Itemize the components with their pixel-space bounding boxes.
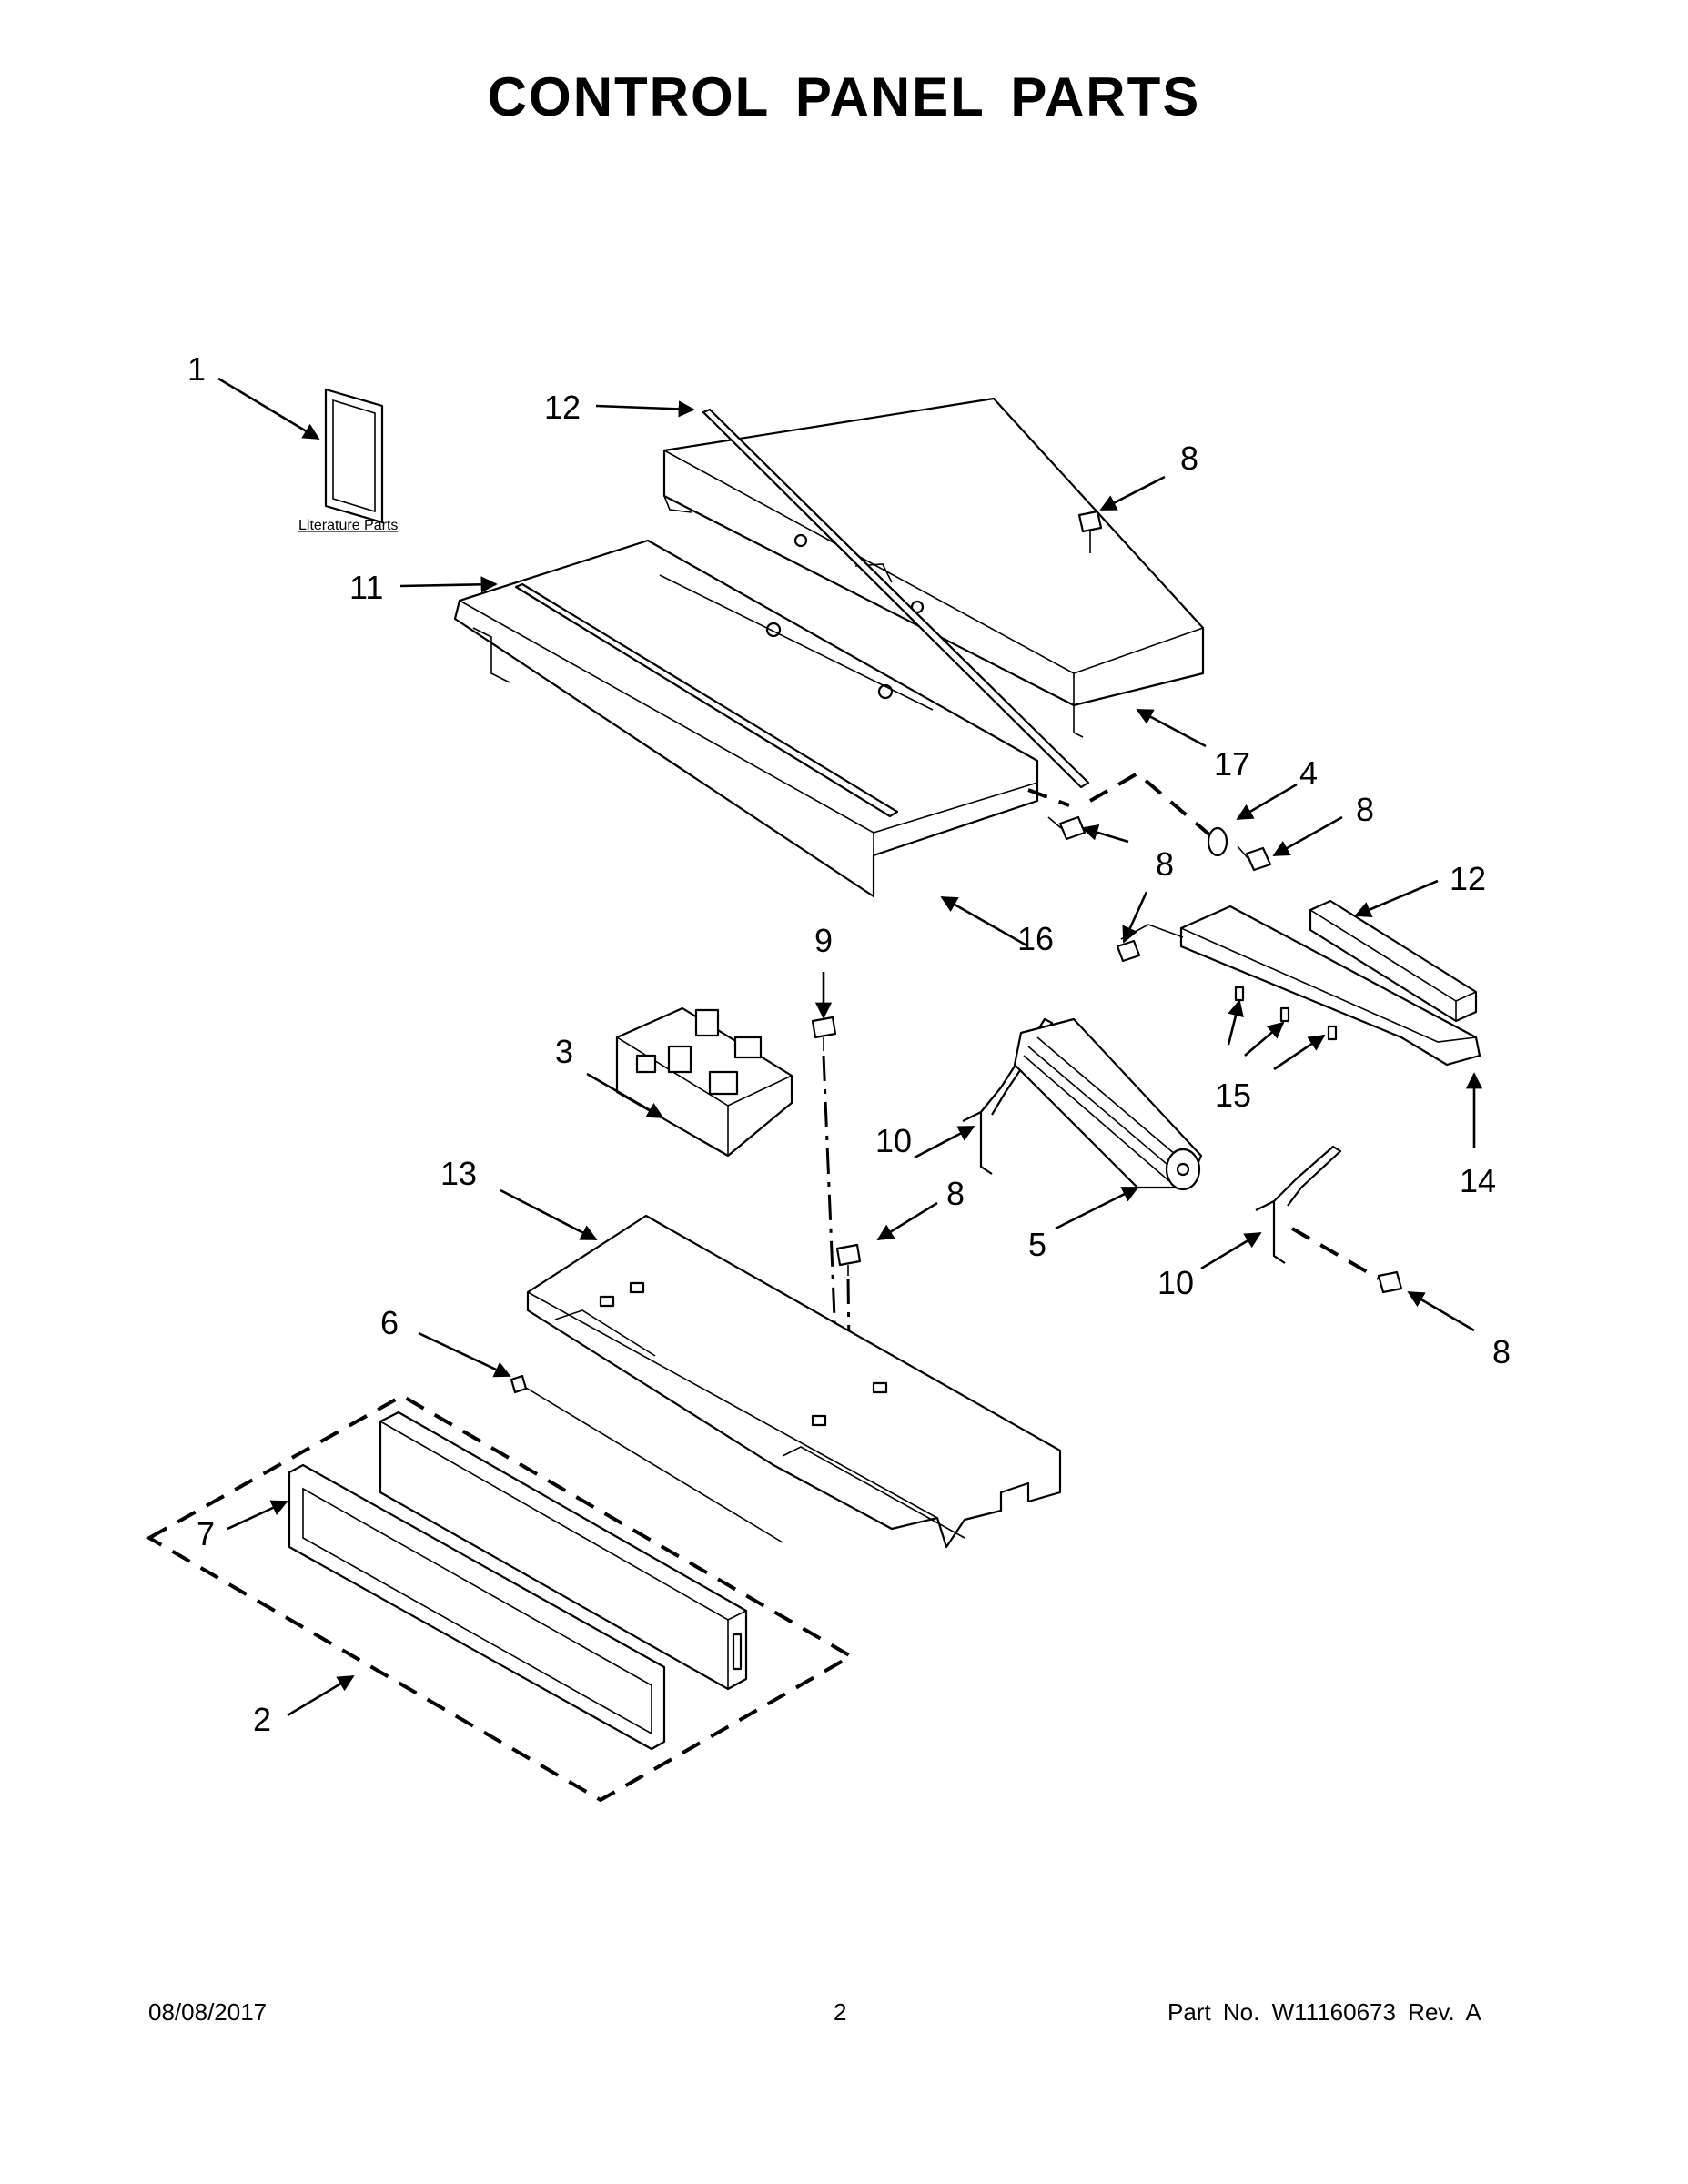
gasket-strip-right	[1309, 899, 1478, 1023]
electronic-control-board	[615, 1006, 793, 1158]
gasket-strip-lower	[514, 582, 899, 818]
screw-8-top	[1077, 510, 1103, 553]
callout-2: 2	[253, 1701, 271, 1738]
callout-6: 6	[380, 1304, 399, 1341]
wire-connector	[510, 1374, 528, 1394]
callout-9: 9	[814, 922, 833, 959]
callout-12-top: 12	[544, 389, 581, 426]
callout-8-top: 8	[1180, 440, 1198, 477]
callout-13: 13	[440, 1155, 477, 1192]
footer-page-number: 2	[834, 1998, 847, 2026]
callout-8-lower-right: 8	[1492, 1333, 1511, 1370]
callout-11: 11	[349, 569, 383, 606]
callout-8-mid: 8	[1156, 845, 1174, 883]
callout-15: 15	[1215, 1077, 1251, 1114]
callout-14: 14	[1460, 1162, 1496, 1199]
fastener-path-10	[1290, 1227, 1380, 1280]
control-panel-base-plate	[526, 1214, 1062, 1549]
literature-parts-booklet	[324, 388, 384, 524]
callout-8-center: 8	[946, 1175, 965, 1212]
upper-control-panel-frame	[662, 397, 1205, 738]
callout-arrows	[217, 377, 1483, 1717]
washer-4	[1207, 826, 1228, 857]
callout-3: 3	[555, 1033, 573, 1070]
footer-part-number: Part No. W11160673 Rev. A	[1167, 1998, 1481, 2026]
callout-5: 5	[1028, 1226, 1046, 1263]
callout-10-right: 10	[1157, 1264, 1194, 1301]
fan-bracket-right	[1255, 1145, 1342, 1264]
terminal-bracket	[1120, 905, 1481, 1067]
gasket-strip-upper	[702, 408, 1090, 789]
callout-7: 7	[197, 1515, 215, 1552]
terminals-15	[1234, 986, 1338, 1041]
callout-10-left: 10	[875, 1122, 912, 1159]
callout-numbers: 1 12 8 11 17 4 8 8 12 16 9 3 15 10 13 14…	[187, 350, 1511, 1738]
control-panel-glass	[379, 1410, 748, 1691]
screw-8-right-bracket	[1377, 1270, 1403, 1294]
control-panel-trim	[288, 1463, 666, 1751]
callout-17: 17	[1214, 745, 1250, 783]
screw-8-upper-right	[1237, 845, 1272, 872]
literature-parts-label: Literature Parts	[298, 518, 398, 533]
callout-12-right: 12	[1450, 860, 1486, 897]
page-title: CONTROL PANEL PARTS	[487, 66, 1201, 127]
callout-4: 4	[1299, 754, 1318, 792]
screw-8-center	[835, 1243, 862, 1276]
footer-date: 08/08/2017	[148, 1998, 268, 2026]
screw-8-lower-panel	[1047, 815, 1087, 841]
callout-1: 1	[187, 350, 206, 388]
fastener-path-4b	[1089, 771, 1212, 837]
wire-harness	[525, 1387, 783, 1543]
screw-9	[811, 1016, 837, 1051]
callout-16: 16	[1017, 920, 1054, 957]
cooling-fan-blower	[1013, 1017, 1203, 1191]
screw-8-bracket	[1116, 939, 1141, 963]
fastener-path-4	[1027, 788, 1070, 807]
callout-8-upper-right: 8	[1356, 791, 1374, 828]
